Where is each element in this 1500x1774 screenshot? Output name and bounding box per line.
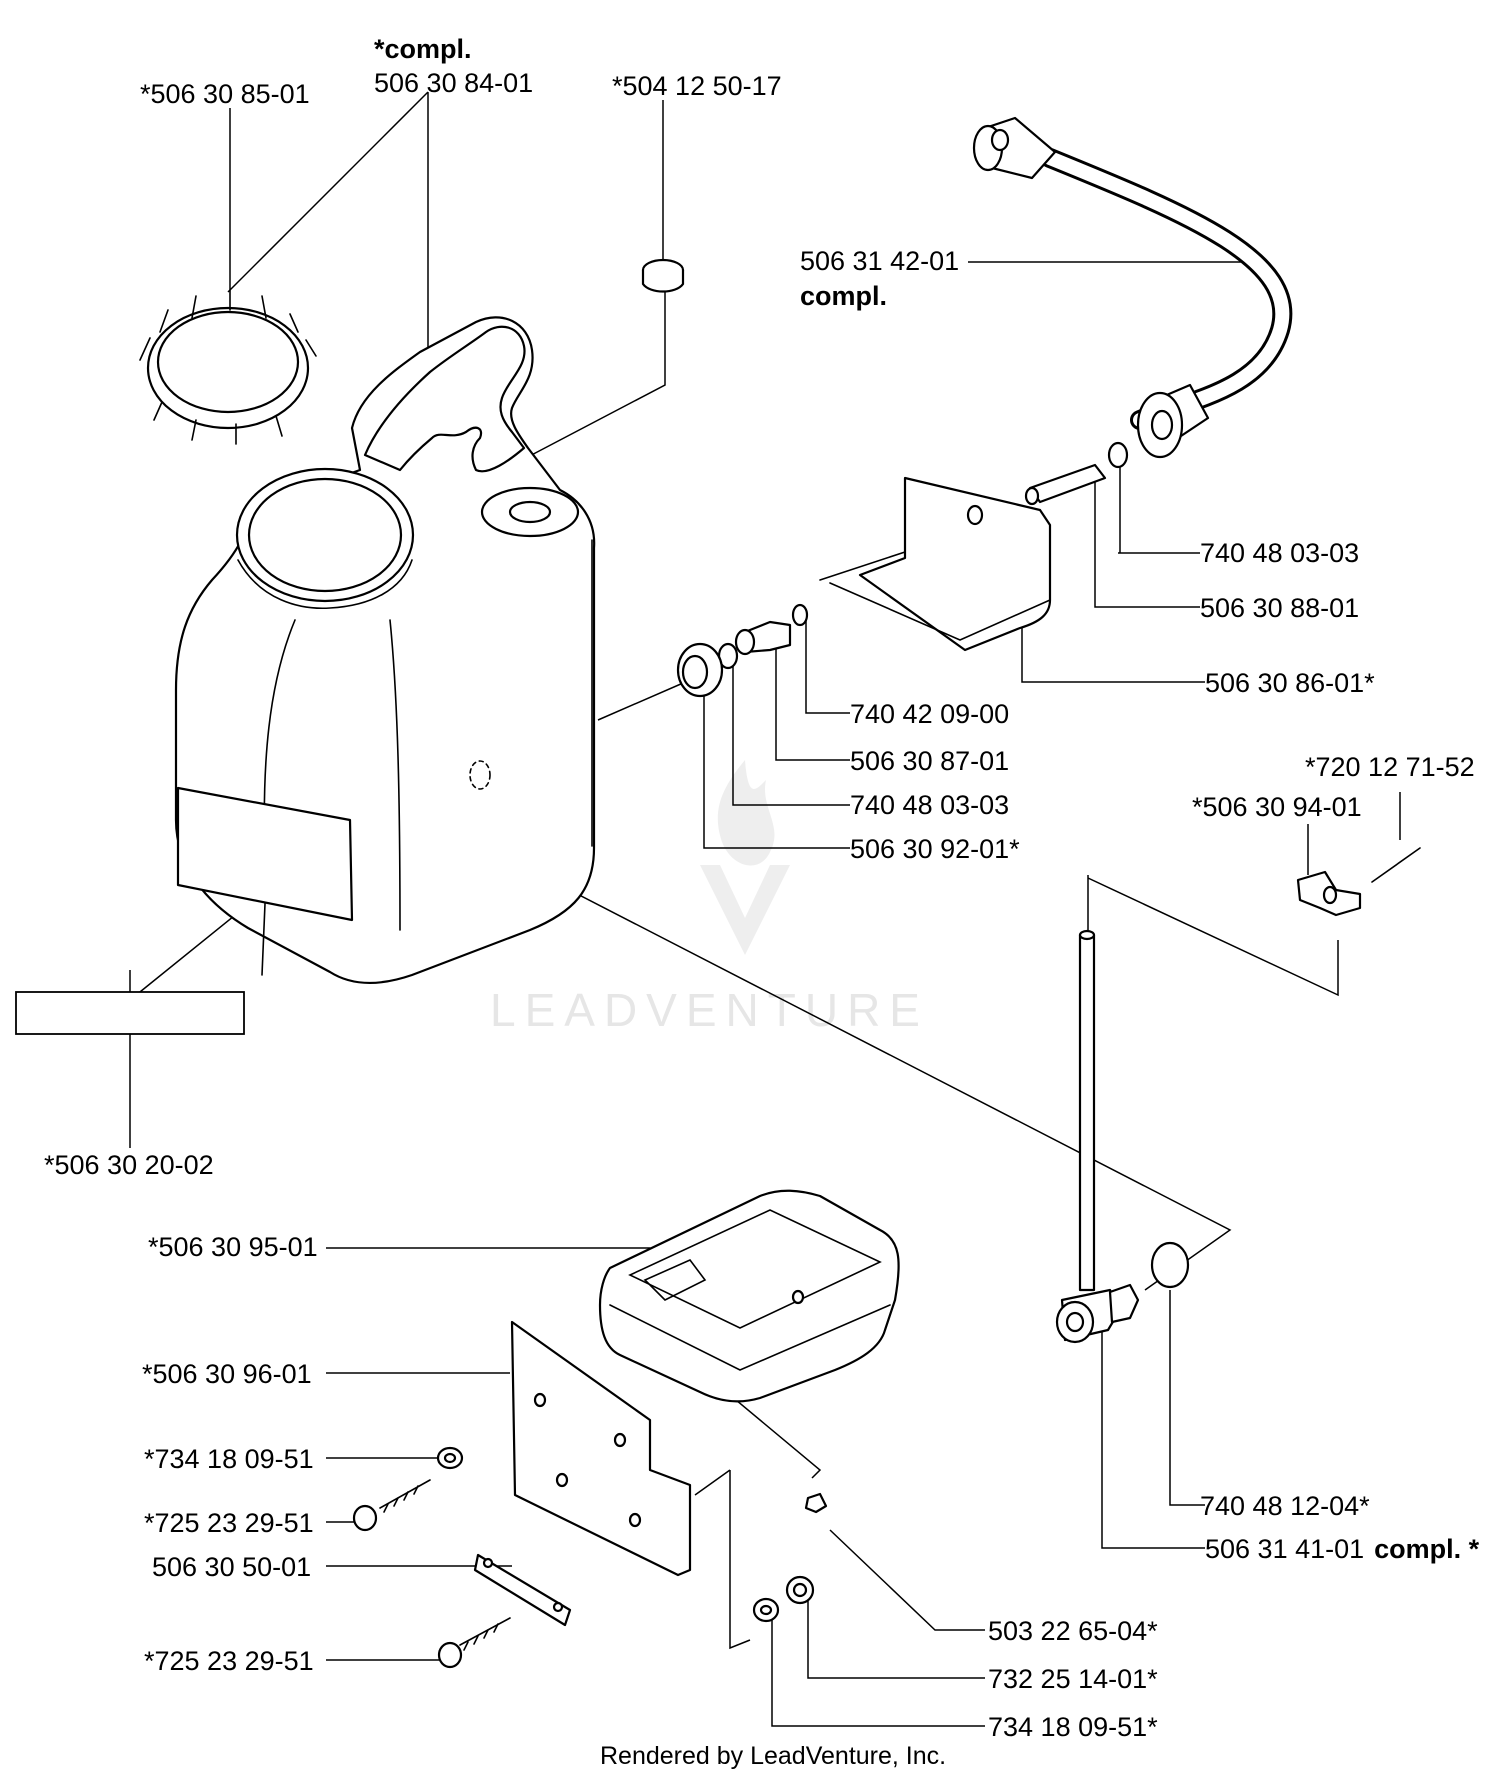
label-decal: *506 30 20-02	[44, 1150, 214, 1180]
decal-box	[15, 991, 245, 1035]
label-compl-note: *compl.	[374, 34, 472, 64]
label-box: *506 30 95-01	[148, 1232, 318, 1262]
valve-assembly	[1055, 929, 1190, 1344]
label-nipple: 506 30 88-01	[1200, 593, 1359, 623]
label-nut-hex: 732 25 14-01*	[988, 1664, 1158, 1694]
tank-cap	[139, 289, 317, 445]
label-washer-e: 734 18 09-51*	[988, 1712, 1158, 1742]
label-plate: *506 30 96-01	[142, 1359, 312, 1389]
label-valve-compl: compl. *	[1374, 1534, 1480, 1564]
label-screw-a: *725 23 29-51	[144, 1508, 314, 1538]
label-nut-sq: 503 22 65-04*	[988, 1616, 1158, 1646]
label-cap: *506 30 85-01	[140, 79, 310, 109]
watermark-logo	[700, 760, 790, 955]
hose	[972, 116, 1293, 459]
label-plug: *504 12 50-17	[612, 71, 782, 101]
wing-nut	[1296, 847, 1421, 917]
label-bracket: 506 30 86-01*	[1205, 668, 1375, 698]
label-nut-large: 506 30 92-01*	[850, 834, 1020, 864]
label-washer-a: 740 48 03-03	[1200, 538, 1359, 568]
label-washer-c: 740 48 03-03	[850, 790, 1009, 820]
label-hose-compl: compl.	[800, 281, 887, 311]
label-fitting: 506 30 87-01	[850, 746, 1009, 776]
fittings	[676, 441, 1129, 698]
watermark-text: LEADVENTURE	[490, 984, 929, 1036]
label-wing: *506 30 94-01	[1192, 792, 1362, 822]
label-hose: 506 31 42-01	[800, 246, 959, 276]
strap	[473, 1553, 572, 1627]
plug	[641, 258, 685, 293]
footer-credit: Rendered by LeadVenture, Inc.	[600, 1742, 946, 1770]
label-washer-d: *734 18 09-51	[144, 1444, 314, 1474]
label-pin: *720 12 71-52	[1305, 752, 1475, 782]
tank	[174, 316, 596, 984]
hardware	[352, 1446, 828, 1669]
label-strap: 506 30 50-01	[152, 1552, 311, 1582]
label-screw-b: *725 23 29-51	[144, 1646, 314, 1676]
label-washer-b: 740 42 09-00	[850, 699, 1009, 729]
label-valve-number: 506 31 41-01	[1205, 1534, 1364, 1564]
battery-box	[598, 1189, 900, 1403]
label-valve: 506 31 41-01 compl. *	[1205, 1534, 1480, 1564]
bracket	[819, 476, 1052, 652]
label-oring: 740 48 12-04*	[1200, 1491, 1370, 1521]
label-tank-compl: 506 30 84-01	[374, 68, 533, 98]
mounting-plate	[510, 1320, 692, 1577]
